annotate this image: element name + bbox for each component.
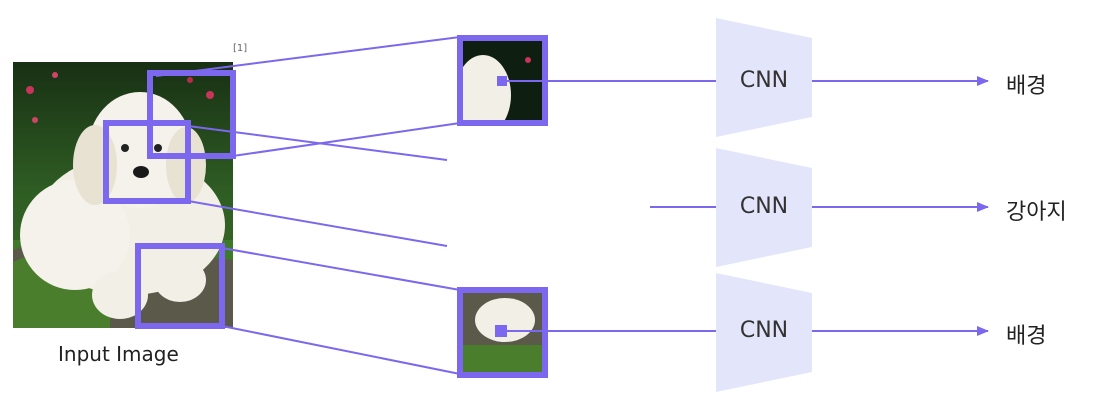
patch-pixel-bottom [495,325,507,337]
patch-box-middle [103,120,191,204]
patch-box-bottom [135,243,225,329]
cnn-input-lines [505,80,716,332]
cnn-block-1 [716,18,812,137]
output-label-1: 배경 [1006,74,1047,99]
output-label-2: 강아지 [1006,200,1067,225]
output-arrows [812,76,989,336]
input-image [13,62,233,328]
cnn-label-3: CNN [739,318,789,343]
reference-mark: [1] [233,43,248,54]
patch-frame-bottom [457,287,548,378]
output-label-3: 배경 [1006,324,1047,349]
cnn-block-3 [716,273,812,392]
cnn-label-2: CNN [739,194,789,219]
input-image-caption: Input Image [58,342,179,366]
projection-lines [155,36,461,375]
patch-pixel-top [497,76,507,86]
cnn-block-2 [716,148,812,267]
patch-box-top [147,70,236,159]
cnn-label-1: CNN [739,68,789,93]
